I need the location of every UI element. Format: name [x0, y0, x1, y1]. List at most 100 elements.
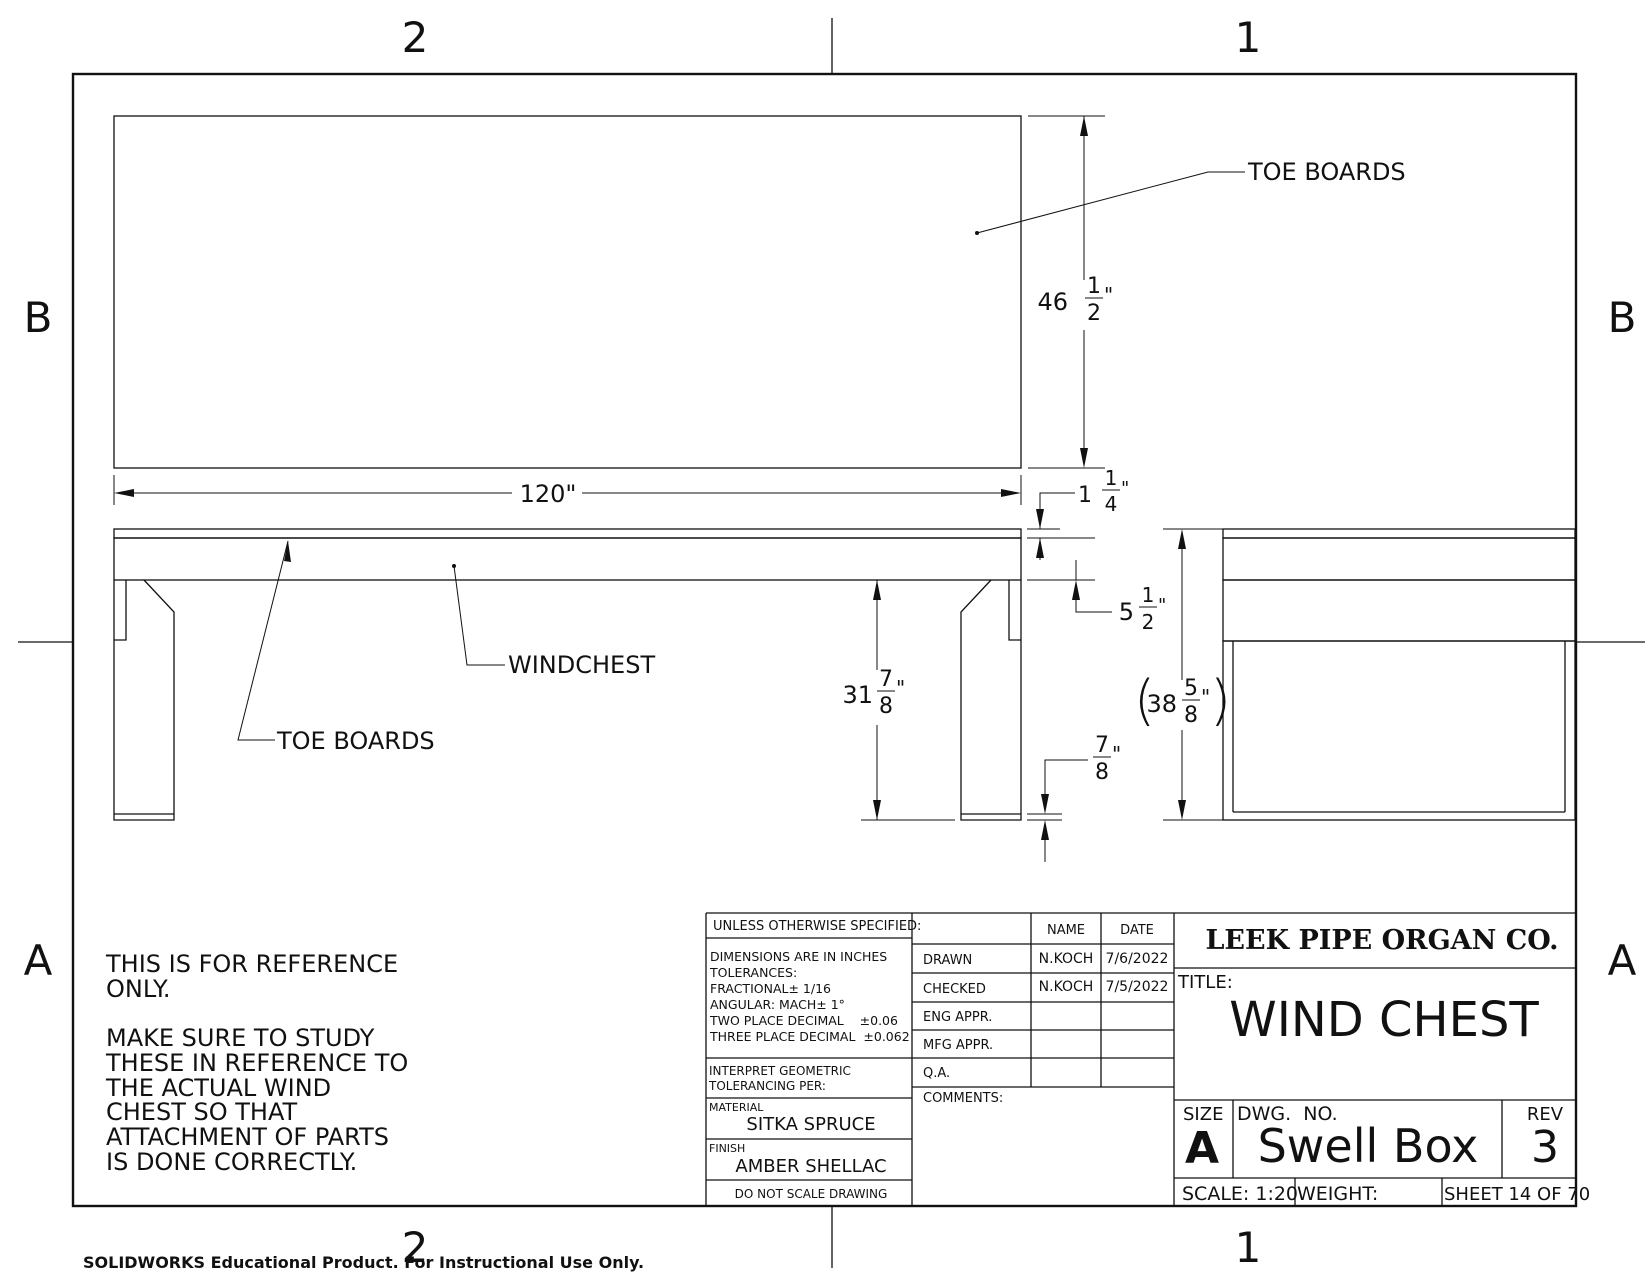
- tb-title-label: TITLE:: [1177, 972, 1233, 993]
- tb-eng-appr: ENG APPR.: [923, 1010, 992, 1025]
- tb-mfg-appr: MFG APPR.: [923, 1038, 993, 1053]
- zone-label-bottom-2: 2: [402, 1223, 429, 1272]
- tb-unless: UNLESS OTHERWISE SPECIFIED:: [713, 919, 921, 934]
- dimension-total-38-5-8: ( 38 5 8 " ): [1134, 528, 1231, 821]
- svg-text:8: 8: [1184, 703, 1198, 728]
- drawing-border: [71, 72, 1578, 1208]
- dimension-leg-31-7-8: 31 7 8 ": [842, 580, 955, 821]
- svg-text:": ": [1112, 742, 1121, 766]
- tb-drawn-name: N.KOCH: [1039, 951, 1094, 967]
- note-line-5: THESE IN REFERENCE TO: [105, 1049, 408, 1077]
- reference-notes: THIS IS FOR REFERENCE ONLY. MAKE SURE TO…: [105, 950, 408, 1176]
- svg-text:": ": [1104, 283, 1113, 307]
- tb-tol-6: THREE PLACE DECIMAL ±0.062: [709, 1029, 910, 1044]
- svg-text:1: 1: [1087, 274, 1101, 299]
- svg-text:1: 1: [1142, 583, 1155, 607]
- tb-rev-label: REV: [1527, 1104, 1564, 1125]
- tb-scale: SCALE: 1:20: [1182, 1183, 1298, 1205]
- tb-checked-name: N.KOCH: [1039, 979, 1094, 995]
- svg-text:2: 2: [1087, 301, 1101, 326]
- svg-text:1: 1: [1105, 466, 1118, 490]
- tb-tol-1: DIMENSIONS ARE IN INCHES: [710, 949, 887, 964]
- svg-text:TOE BOARDS: TOE BOARDS: [1247, 158, 1406, 186]
- tb-weight: WEIGHT:: [1297, 1183, 1378, 1205]
- svg-text:": ": [1121, 478, 1129, 499]
- callout-windchest: WINDCHEST: [452, 564, 655, 679]
- tb-rev: 3: [1531, 1122, 1559, 1173]
- tb-material-label: MATERIAL: [709, 1101, 764, 1114]
- svg-text:2: 2: [1142, 610, 1155, 634]
- tb-size: A: [1185, 1123, 1219, 1174]
- svg-text:120": 120": [520, 480, 577, 508]
- zone-label-right-a: A: [1608, 936, 1637, 985]
- callout-toe-boards-top: TOE BOARDS: [975, 158, 1406, 235]
- callout-toe-boards-front: TOE BOARDS: [237, 540, 435, 755]
- tb-sheet: SHEET 14 OF 70: [1444, 1184, 1590, 1205]
- svg-text:": ": [1201, 685, 1210, 709]
- zone-label-top-1: 1: [1235, 13, 1262, 62]
- dimension-toe-1-1-4: 1 1 4 ": [1027, 466, 1129, 581]
- zone-label-top-2: 2: [402, 13, 429, 62]
- side-view: [1222, 528, 1576, 821]
- zone-label-right-b: B: [1608, 293, 1637, 342]
- svg-text:31: 31: [842, 681, 873, 709]
- svg-text:5: 5: [1119, 598, 1134, 626]
- title-block: UNLESS OTHERWISE SPECIFIED: DIMENSIONS A…: [705, 912, 1590, 1206]
- svg-text:(: (: [1134, 669, 1155, 732]
- tb-drawn: DRAWN: [923, 953, 972, 968]
- tb-tol-3: FRACTIONAL± 1/16: [710, 981, 831, 996]
- zone-label-left-b: B: [24, 293, 53, 342]
- zone-label-left-a: A: [24, 936, 53, 985]
- svg-text:TOE BOARDS: TOE BOARDS: [276, 727, 435, 755]
- tb-title: WIND CHEST: [1229, 992, 1539, 1048]
- svg-text:7: 7: [1095, 733, 1109, 758]
- tb-drawn-date: 7/6/2022: [1106, 951, 1169, 967]
- tb-company: LEEK PIPE ORGAN CO.: [1205, 925, 1558, 956]
- svg-text:": ": [1158, 595, 1166, 616]
- front-view: [113, 528, 1022, 821]
- svg-text:7: 7: [879, 667, 893, 692]
- note-line-7: CHEST SO THAT: [106, 1098, 298, 1126]
- svg-text:46: 46: [1037, 288, 1068, 316]
- svg-text:": ": [896, 676, 905, 700]
- tb-interpret-2: TOLERANCING PER:: [708, 1079, 826, 1093]
- tb-date-header: DATE: [1120, 923, 1154, 938]
- dimension-width-120: 120": [113, 475, 1022, 508]
- svg-text:5: 5: [1184, 676, 1198, 701]
- tb-interpret-1: INTERPRET GEOMETRIC: [709, 1064, 851, 1078]
- tb-name-header: NAME: [1047, 923, 1085, 938]
- svg-text:1: 1: [1078, 483, 1092, 508]
- tb-dwg-no: Swell Box: [1258, 1119, 1479, 1173]
- dimension-chest-5-1-2: 5 1 2 ": [1072, 560, 1166, 634]
- svg-text:4: 4: [1105, 492, 1118, 516]
- tb-tol-2: TOLERANCES:: [709, 965, 797, 980]
- tb-checked: CHECKED: [923, 982, 986, 997]
- tb-comments: COMMENTS:: [923, 1091, 1003, 1106]
- solidworks-footer: SOLIDWORKS Educational Product. For Inst…: [83, 1253, 644, 1272]
- dimension-height-46-1-2: 46 1 2 ": [1037, 274, 1113, 326]
- tb-qa: Q.A.: [923, 1066, 950, 1081]
- svg-text:): ): [1210, 669, 1231, 732]
- svg-text:8: 8: [1095, 760, 1109, 785]
- note-line-1: THIS IS FOR REFERENCE: [105, 950, 398, 978]
- tb-tol-4: ANGULAR: MACH± 1°: [710, 997, 845, 1012]
- tb-dwg-label: DWG. NO.: [1237, 1103, 1338, 1125]
- svg-text:8: 8: [879, 694, 893, 719]
- svg-text:WINDCHEST: WINDCHEST: [508, 651, 655, 679]
- note-line-2: ONLY.: [106, 975, 170, 1003]
- tb-finish-label: FINISH: [709, 1142, 745, 1155]
- tb-size-label: SIZE: [1183, 1104, 1223, 1125]
- note-line-8: ATTACHMENT OF PARTS: [106, 1123, 389, 1151]
- tb-material: SITKA SPRUCE: [746, 1114, 875, 1135]
- note-line-4: MAKE SURE TO STUDY: [106, 1024, 375, 1052]
- dimension-foot-7-8: 7 8 ": [1027, 733, 1121, 862]
- note-line-9: IS DONE CORRECTLY.: [106, 1148, 357, 1176]
- svg-text:38: 38: [1146, 690, 1177, 718]
- note-line-6: THE ACTUAL WIND: [105, 1074, 331, 1102]
- tb-do-not-scale: DO NOT SCALE DRAWING: [735, 1187, 888, 1201]
- top-view: [113, 115, 1105, 469]
- tb-tol-5: TWO PLACE DECIMAL ±0.06: [709, 1013, 898, 1028]
- zone-label-bottom-1: 1: [1235, 1223, 1262, 1272]
- tb-finish: AMBER SHELLAC: [735, 1156, 886, 1177]
